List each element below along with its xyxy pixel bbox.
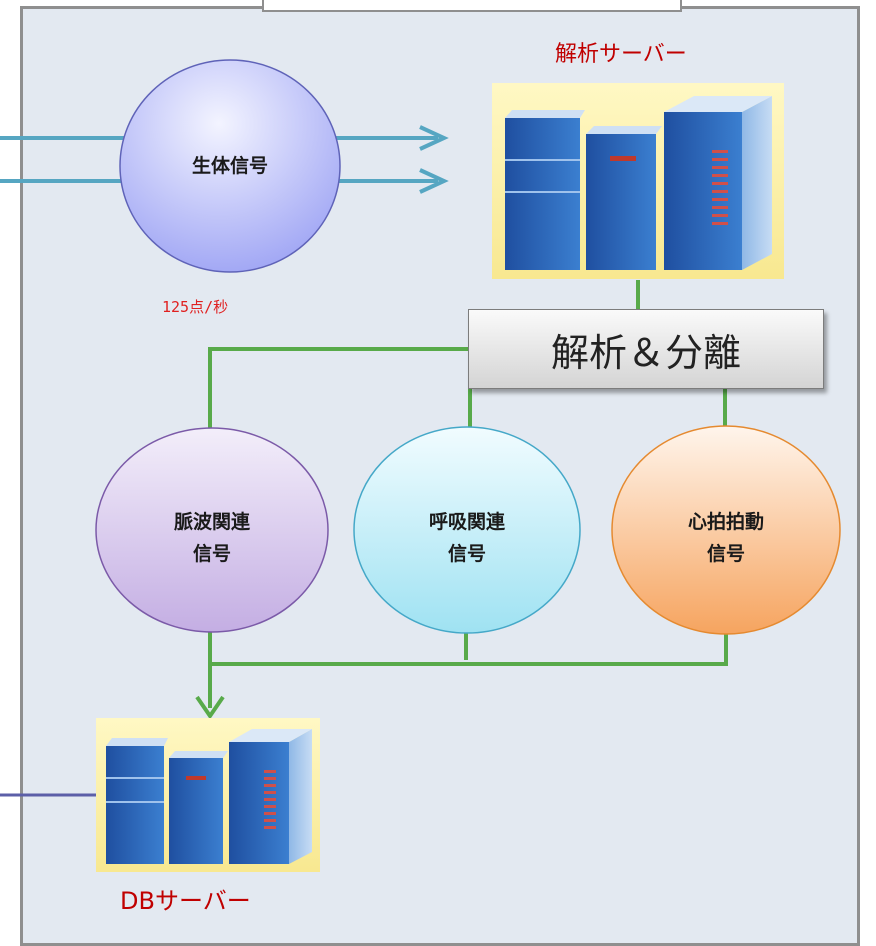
- analysis-split-box: 解析＆分離: [468, 309, 824, 389]
- pulse-signal-line1: 脈波関連: [173, 511, 250, 533]
- green-connectors: [195, 280, 728, 720]
- input-arrow-upper-head: [419, 125, 449, 151]
- pulse-signal-line2: 信号: [192, 543, 231, 565]
- respiration-signal-label: 呼吸関連 信号: [354, 506, 580, 570]
- db-server-label: DBサーバー: [120, 887, 251, 915]
- heartbeat-signal-line1: 心拍拍動: [687, 511, 764, 533]
- respiration-signal-circle: [353, 426, 581, 634]
- bio-signal-label: 生体信号: [191, 155, 268, 177]
- respiration-signal-line2: 信号: [447, 543, 486, 565]
- analysis-server-label: 解析サーバー: [555, 42, 687, 67]
- analysis-server-icon: [492, 83, 784, 279]
- input-arrow-lower-head: [419, 168, 449, 194]
- heartbeat-signal-label: 心拍拍動 信号: [612, 506, 840, 570]
- bio-signal-circle: [119, 59, 341, 273]
- pulse-signal-circle: [95, 427, 329, 633]
- top-tab: [262, 0, 682, 12]
- pulse-signal-label: 脈波関連 信号: [96, 506, 328, 570]
- sampling-rate-label: 125点/秒: [162, 298, 229, 316]
- analysis-split-label: 解析＆分離: [550, 330, 741, 375]
- db-server-icon: [96, 718, 320, 872]
- heartbeat-signal-line2: 信号: [706, 543, 745, 565]
- respiration-signal-line1: 呼吸関連: [428, 511, 505, 533]
- heartbeat-signal-circle: [611, 425, 841, 635]
